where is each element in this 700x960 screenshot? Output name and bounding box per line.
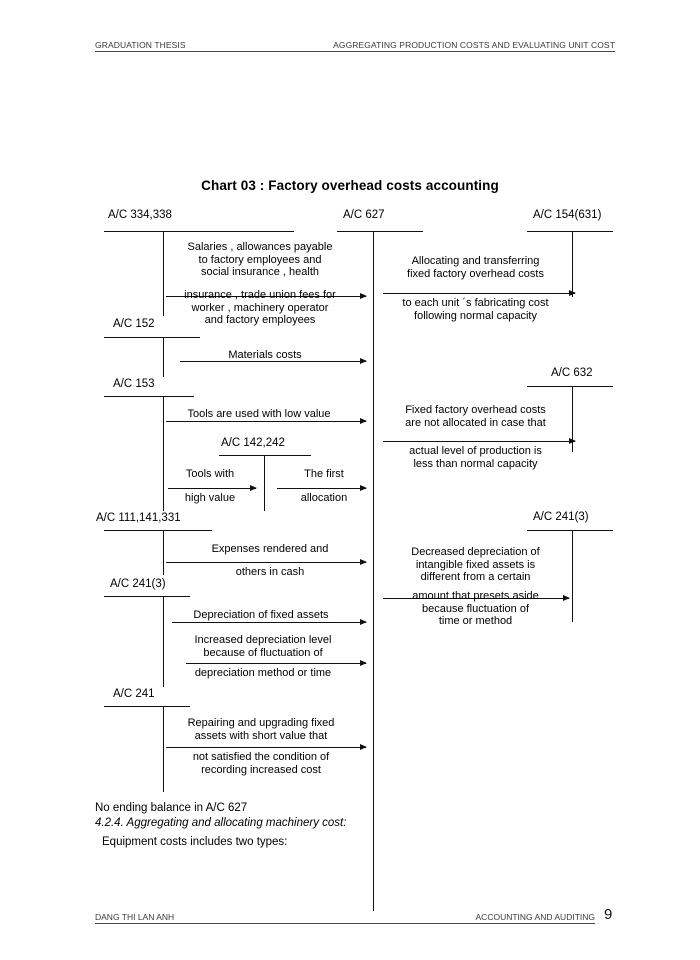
t-bar-334-338 — [104, 231, 294, 232]
flow-salaries-below-text: insurance , trade union fees for worker … — [184, 289, 336, 327]
t-stem-241-3-right — [572, 530, 573, 622]
account-label-627: A/C 627 — [343, 209, 385, 221]
t-stem-627 — [373, 231, 374, 911]
note-no-ending-balance: No ending balance in A/C 627 — [95, 802, 248, 814]
footer-right-text: ACCOUNTING AND AUDITING — [475, 912, 595, 922]
flow-expenses-cash-above-text: Expenses rendered and — [211, 543, 329, 555]
chart-title: Chart 03 : Factory overhead costs accoun… — [201, 178, 499, 193]
t-bar-111-141-331 — [104, 530, 212, 531]
page-number: 9 — [604, 906, 613, 923]
flow-not-allocated-above-text: Fixed factory overhead costs are not all… — [405, 404, 546, 429]
account-label-152: A/C 152 — [113, 318, 155, 330]
flow-increased-depreciation-below-text: depreciation method or time — [194, 667, 332, 679]
account-label-632: A/C 632 — [551, 367, 593, 379]
flow-increased-depreciation-above-text: Increased depreciation level because of … — [194, 634, 332, 659]
flow-salaries-arrow — [166, 293, 367, 300]
t-stem-241 — [163, 706, 164, 792]
running-header: GRADUATION THESIS AGGREGATING PRODUCTION… — [95, 40, 615, 56]
note-section-heading: 4.2.4. Aggregating and allocating machin… — [95, 817, 347, 829]
flow-allocating-transferring-above-text: Allocating and transferring fixed factor… — [407, 255, 544, 280]
flow-tools-high-value-above-text: Tools with — [185, 468, 235, 480]
footer-rule — [95, 923, 595, 924]
flow-expenses-cash-below-text: others in cash — [235, 566, 305, 578]
account-label-142-242: A/C 142,242 — [221, 437, 285, 449]
note-equipment-line: Equipment costs includes two types: — [102, 836, 288, 848]
flow-increased-depreciation-arrow — [186, 660, 367, 667]
flow-not-allocated-below-text: actual level of production is less than … — [409, 445, 542, 470]
flow-first-allocation-above-text: The first — [304, 468, 344, 480]
account-label-111-141-331: A/C 111,141,331 — [96, 512, 181, 524]
header-right-text: AGGREGATING PRODUCTION COSTS AND EVALUAT… — [333, 40, 615, 50]
flow-depreciation-arrow — [172, 619, 367, 626]
flow-allocating-transferring-arrow — [383, 290, 576, 297]
flow-repairing-arrow — [166, 744, 367, 751]
flow-materials-above-text: Materials costs — [228, 349, 302, 361]
running-footer: DANG THI LAN ANH ACCOUNTING AND AUDITING — [95, 912, 595, 928]
t-bar-241 — [104, 706, 190, 707]
t-stem-153 — [163, 396, 164, 511]
account-label-153: A/C 153 — [113, 378, 155, 390]
account-label-241-3-left: A/C 241(3) — [110, 578, 166, 590]
flow-allocating-transferring-below-text: to each unit ´s fabricating cost followi… — [402, 297, 549, 322]
flow-first-allocation-arrow — [277, 485, 367, 492]
flow-materials-arrow — [180, 358, 367, 365]
t-stem-334-338 — [163, 231, 164, 316]
flow-decreased-depreciation-above-text: Decreased depreciation of intangible fix… — [411, 546, 540, 584]
t-stem-142-242 — [264, 455, 265, 511]
header-rule — [95, 51, 615, 52]
account-label-334-338: A/C 334,338 — [108, 209, 172, 221]
t-stem-241-3-left — [163, 596, 164, 687]
flow-repairing-below-text: not satisfied the condition of recording… — [192, 751, 330, 776]
flow-tools-low-value-arrow — [166, 418, 367, 425]
t-stem-154-631 — [572, 231, 573, 297]
flow-tools-low-value-above-text: Tools are used with low value — [187, 408, 331, 420]
flow-repairing-above-text: Repairing and upgrading fixed assets wit… — [187, 717, 335, 742]
t-bar-142-242 — [219, 455, 311, 456]
t-bar-154-631 — [527, 231, 613, 232]
flow-depreciation-above-text: Depreciation of fixed assets — [193, 609, 329, 621]
flow-first-allocation-below-text: allocation — [300, 492, 348, 504]
t-bar-627 — [337, 231, 423, 232]
header-left-text: GRADUATION THESIS — [95, 40, 186, 50]
flow-decreased-depreciation-below-text: amount that presets aside because fluctu… — [412, 590, 539, 628]
flow-not-allocated-arrow — [383, 438, 576, 445]
t-bar-632 — [527, 386, 613, 387]
flow-tools-high-value-below-text: high value — [184, 492, 236, 504]
t-stem-632 — [572, 386, 573, 452]
t-bar-153 — [104, 396, 194, 397]
flow-tools-high-value-arrow — [168, 485, 257, 492]
t-bar-152 — [104, 337, 200, 338]
account-label-241: A/C 241 — [113, 688, 155, 700]
footer-left-text: DANG THI LAN ANH — [95, 912, 175, 922]
t-stem-111-141-331 — [163, 530, 164, 575]
flow-expenses-cash-arrow — [166, 559, 367, 566]
account-label-154-631: A/C 154(631) — [533, 209, 602, 221]
t-stem-152 — [163, 337, 164, 377]
account-label-241-3-right: A/C 241(3) — [533, 511, 589, 523]
t-bar-241-3-right — [527, 530, 613, 531]
t-bar-241-3-left — [104, 596, 190, 597]
flow-decreased-depreciation-arrow — [383, 595, 570, 602]
flow-salaries-above-text: Salaries , allowances payable to factory… — [187, 241, 333, 279]
